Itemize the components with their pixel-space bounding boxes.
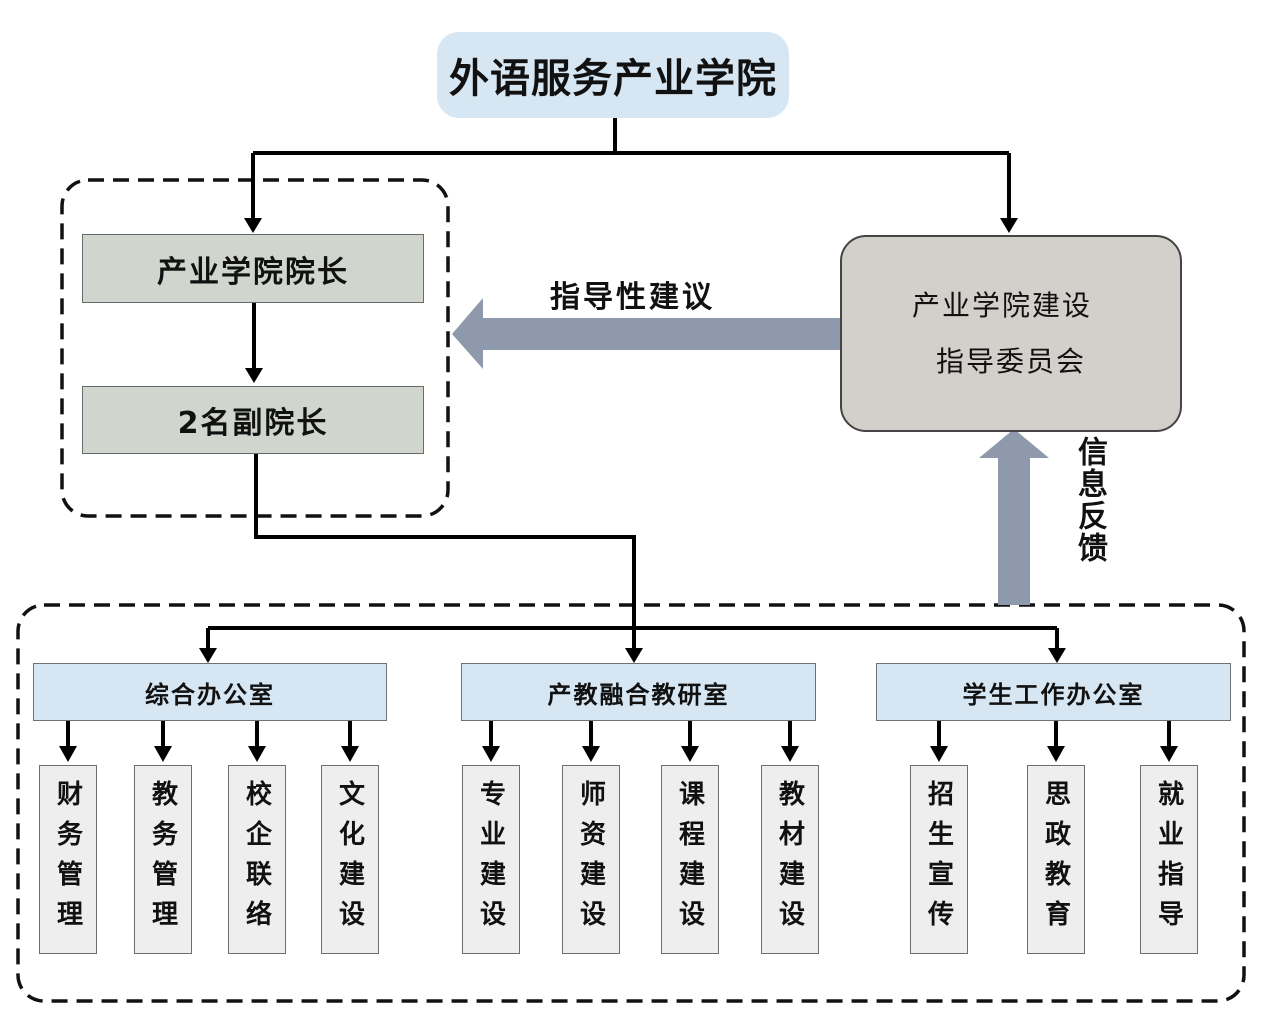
department-label: 产教融合教研室 [547,680,730,709]
vice-deans-label: 2名副院长 [177,406,329,441]
dept-to-task-arrow [681,720,699,762]
feedback-flow-arrow [979,429,1049,605]
task-box: 专业建设 [462,765,520,954]
vice-to-departments-connector [208,452,1057,630]
college-root-node: 外语服务产业学院 [437,32,789,118]
root-to-committee-arrow [1000,153,1018,233]
dept-to-task-arrow [482,720,500,762]
root-connector [253,118,1009,155]
task-box: 校企联络 [228,765,286,954]
department-teaching-research: 产教融合教研室 [461,663,816,721]
dept-to-task-arrow [341,720,359,762]
dept-to-task-arrow [781,720,799,762]
task-box: 就业指导 [1140,765,1198,954]
vice-deans-node: 2名副院长 [82,386,424,454]
dept-to-task-arrow [248,720,266,762]
dept-to-task-arrow [154,720,172,762]
dept-to-task-arrow [1160,720,1178,762]
committee-line-2: 指导委员会 [935,344,1086,378]
dept-to-task-arrow [59,720,77,762]
task-box: 文化建设 [321,765,379,954]
dept-to-task-arrow [930,720,948,762]
to-dept-arrow-2 [625,628,643,663]
leadership-group-border [60,178,450,518]
steering-committee-node: 产业学院建设 指导委员会 [840,235,1182,432]
task-box: 思政教育 [1027,765,1085,954]
dept-to-task-arrow [1047,720,1065,762]
department-label: 学生工作办公室 [962,680,1145,709]
feedback-label: 信息反馈 [1072,436,1107,564]
dept-to-task-arrow [582,720,600,762]
college-title: 外语服务产业学院 [449,56,777,102]
dean-label: 产业学院院长 [157,254,349,290]
department-general-office: 综合办公室 [33,663,387,721]
task-box: 师资建设 [562,765,620,954]
department-label: 综合办公室 [145,680,275,709]
guidance-flow-arrow [452,298,840,369]
dean-node: 产业学院院长 [82,234,424,303]
task-box: 教务管理 [134,765,192,954]
task-box: 教材建设 [761,765,819,954]
task-arrows [59,720,1178,762]
task-box: 课程建设 [661,765,719,954]
task-box: 招生宣传 [910,765,968,954]
committee-line-1: 产业学院建设 [911,288,1092,322]
root-to-dean-arrow [244,153,262,233]
to-dept-arrow-1 [199,628,217,663]
guidance-label: 指导性建议 [550,280,715,315]
departments-group-border [16,603,1246,1003]
department-student-affairs: 学生工作办公室 [876,663,1231,721]
task-box: 财务管理 [39,765,97,954]
to-dept-arrow-3 [1048,628,1066,663]
dean-to-vice-arrow [245,302,263,383]
